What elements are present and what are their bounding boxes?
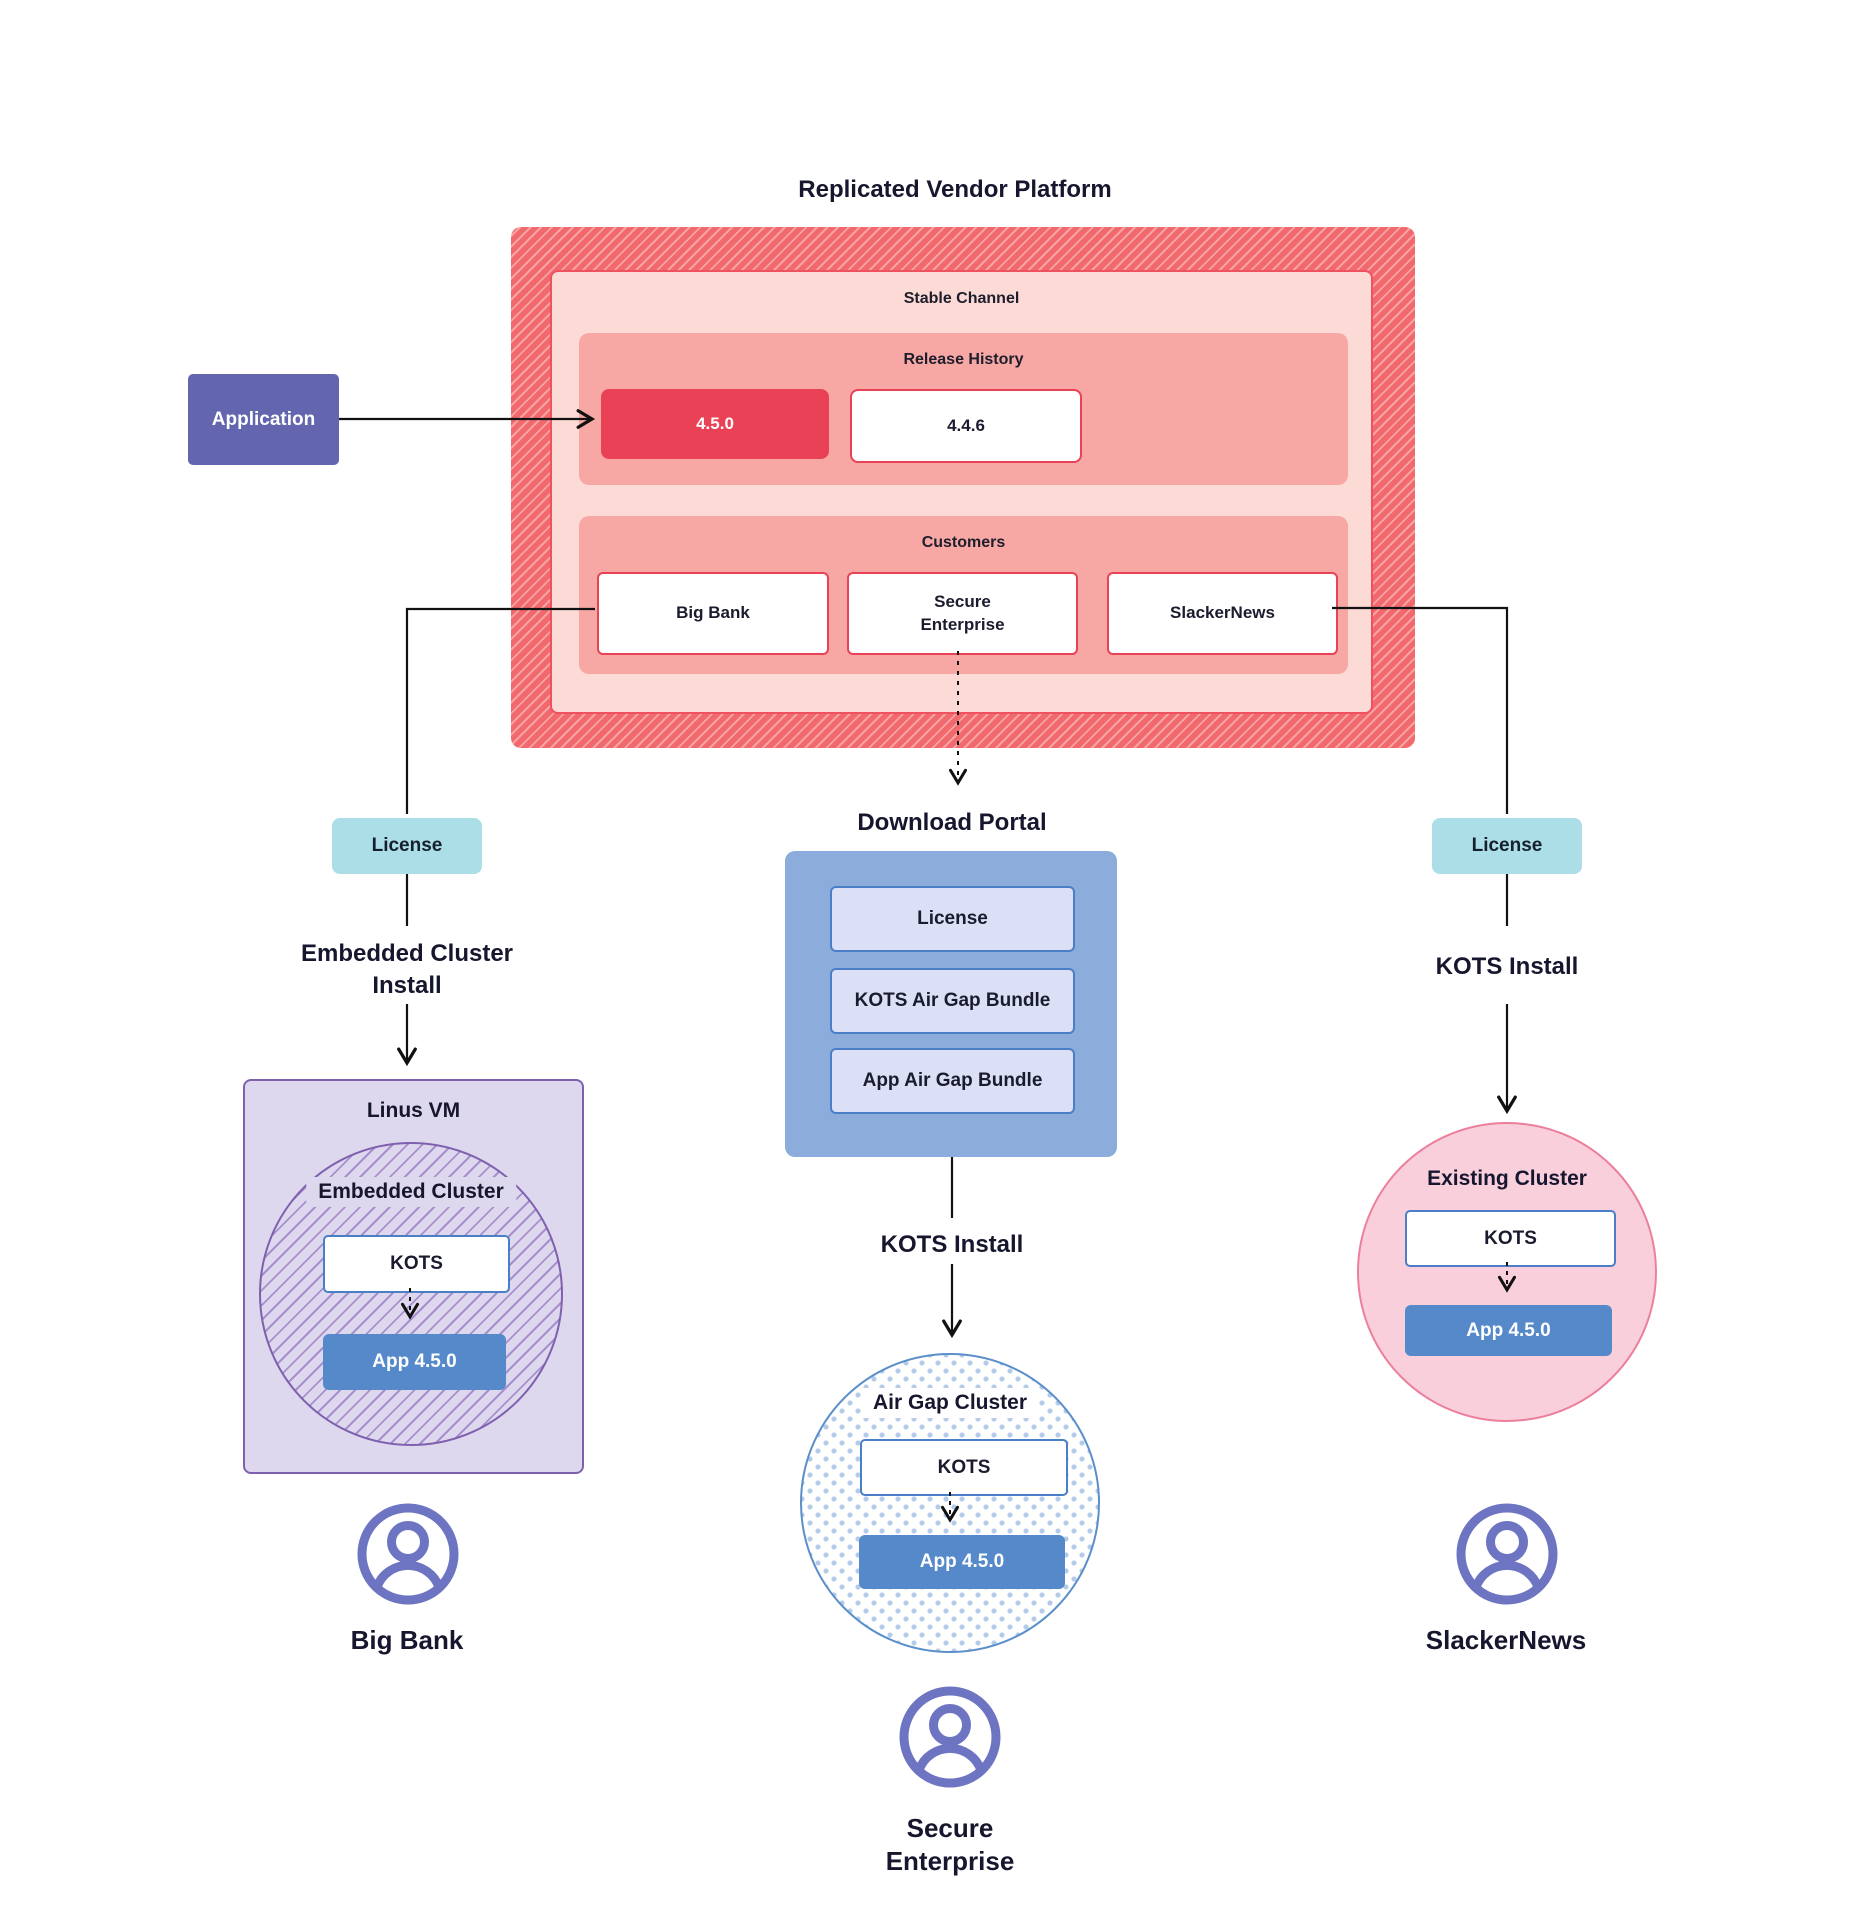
user-icon-secure-enterprise bbox=[899, 1686, 1001, 1788]
release-history-label: Release History bbox=[903, 351, 1024, 368]
download-portal-panel: License KOTS Air Gap Bundle App Air Gap … bbox=[785, 851, 1117, 1157]
kots-install-middle-label: KOTS Install bbox=[880, 1231, 1024, 1258]
portal-app-airgap-bundle-item: App Air Gap Bundle bbox=[830, 1048, 1075, 1114]
kots-existing-label: KOTS bbox=[1484, 1227, 1537, 1249]
kots-install-right-label: KOTS Install bbox=[1435, 953, 1579, 980]
release-4-5-0-node: 4.5.0 bbox=[601, 389, 829, 459]
license-right-label: License bbox=[1471, 835, 1543, 856]
embedded-cluster-label: Embedded Cluster bbox=[306, 1177, 516, 1207]
customer-secure-enterprise-label: Secure Enterprise bbox=[920, 592, 1005, 634]
app-node-airgap: App 4.5.0 bbox=[859, 1535, 1065, 1589]
kots-node-embedded: KOTS bbox=[323, 1235, 510, 1293]
kots-airgap-label: KOTS bbox=[937, 1456, 991, 1478]
license-left-label: License bbox=[371, 835, 443, 856]
customers-panel: Customers Big Bank Secure Enterprise Sla… bbox=[579, 516, 1348, 674]
big-bank-user-label: Big Bank bbox=[350, 1625, 464, 1655]
existing-cluster-label: Existing Cluster bbox=[1427, 1167, 1587, 1190]
stable-channel-panel: Stable Channel Release History 4.5.0 4.4… bbox=[550, 270, 1373, 714]
kots-node-airgap: KOTS bbox=[860, 1439, 1068, 1496]
portal-kots-bundle-label: KOTS Air Gap Bundle bbox=[854, 990, 1051, 1011]
page-title: Replicated Vendor Platform bbox=[798, 176, 1112, 203]
kots-node-existing: KOTS bbox=[1405, 1210, 1616, 1267]
existing-cluster-circle: Existing Cluster KOTS App 4.5.0 bbox=[1357, 1122, 1657, 1422]
portal-license-item: License bbox=[830, 886, 1075, 952]
embedded-cluster-install-label: Embedded Cluster Install bbox=[300, 940, 514, 999]
license-chip-right: License bbox=[1432, 818, 1582, 874]
portal-kots-airgap-bundle-item: KOTS Air Gap Bundle bbox=[830, 968, 1075, 1034]
portal-app-bundle-label: App Air Gap Bundle bbox=[862, 1070, 1043, 1091]
user-icon-big-bank bbox=[357, 1503, 459, 1605]
secure-enterprise-user-label: Secure Enterprise bbox=[885, 1813, 1015, 1876]
app-airgap-label: App 4.5.0 bbox=[919, 1551, 1005, 1572]
portal-license-label: License bbox=[917, 908, 988, 929]
release-history-panel: Release History 4.5.0 4.4.6 bbox=[579, 333, 1348, 485]
customer-slackernews-node: SlackerNews bbox=[1107, 572, 1338, 655]
slackernews-user-label: SlackerNews bbox=[1425, 1625, 1587, 1655]
embedded-cluster-circle: Embedded Cluster KOTS App 4.5.0 bbox=[259, 1142, 563, 1446]
customer-big-bank-node: Big Bank bbox=[597, 572, 829, 655]
app-embedded-label: App 4.5.0 bbox=[372, 1351, 457, 1372]
stable-channel-label: Stable Channel bbox=[903, 290, 1020, 307]
download-portal-label: Download Portal bbox=[857, 809, 1047, 836]
linus-vm-label: Linus VM bbox=[366, 1099, 461, 1122]
app-existing-label: App 4.5.0 bbox=[1466, 1319, 1551, 1341]
customer-slackernews-label: SlackerNews bbox=[1170, 603, 1275, 623]
customer-big-bank-label: Big Bank bbox=[676, 603, 750, 623]
application-node: Application bbox=[188, 374, 339, 465]
release-4-4-6-label: 4.4.6 bbox=[947, 416, 985, 435]
customer-secure-enterprise-node: Secure Enterprise bbox=[847, 572, 1078, 655]
application-label: Application bbox=[211, 408, 316, 430]
release-4-5-0-label: 4.5.0 bbox=[696, 414, 734, 433]
linus-vm-panel: Linus VM Embedded Cluster KOTS App 4.5.0 bbox=[243, 1079, 584, 1474]
kots-embedded-label: KOTS bbox=[390, 1253, 443, 1274]
app-node-embedded: App 4.5.0 bbox=[323, 1334, 506, 1390]
customers-label: Customers bbox=[921, 534, 1006, 551]
air-gap-cluster-circle: Air Gap Cluster KOTS App 4.5.0 bbox=[800, 1353, 1100, 1653]
release-4-4-6-node: 4.4.6 bbox=[850, 389, 1082, 463]
user-icon-slackernews bbox=[1456, 1503, 1558, 1605]
app-node-existing: App 4.5.0 bbox=[1405, 1305, 1612, 1356]
air-gap-cluster-label: Air Gap Cluster bbox=[860, 1388, 1040, 1418]
vendor-platform-panel: Stable Channel Release History 4.5.0 4.4… bbox=[511, 227, 1415, 748]
license-chip-left: License bbox=[332, 818, 482, 874]
